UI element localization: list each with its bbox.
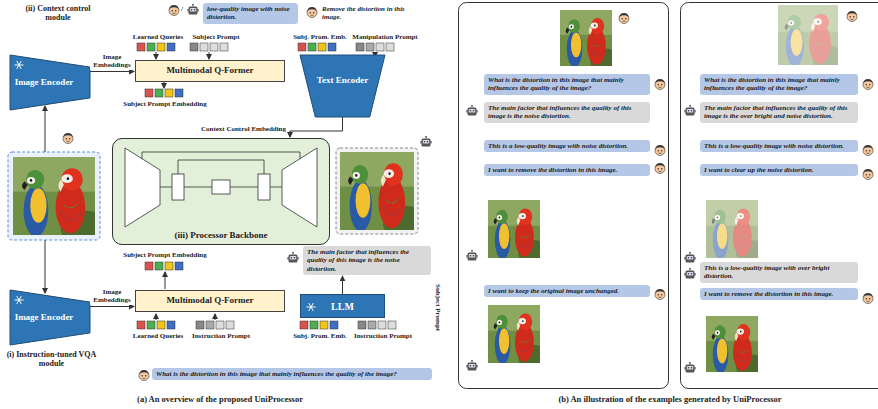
input-label: Subj. Prom. Emb. (292, 332, 348, 340)
manipulation-text: Remove the distortion in this image. (322, 5, 422, 21)
input-label: Instruction Prompt (350, 332, 416, 340)
connector (342, 276, 343, 294)
node-text: What is the distortion in this image tha… (488, 76, 646, 93)
node-text: I want to clear up the noise distortion. (704, 166, 854, 174)
frozen-mark (17, 61, 22, 69)
image-encoder: Image Encoder (10, 55, 90, 110)
node-text: Multimodal Q-Former (166, 66, 253, 76)
node-text: I want to remove the distortion in this … (488, 166, 646, 174)
user-bubble: This is a low-quality image with noise d… (700, 140, 858, 152)
image-encoder: Image Encoder (10, 290, 90, 345)
user-bubble: I want to clear up the noise distortion. (700, 164, 858, 176)
input-label: Subject Prompt (190, 33, 242, 41)
frozen-mark (17, 296, 22, 304)
input-image (13, 157, 110, 245)
caption: (a) An overview of the proposed UniProce… (40, 395, 400, 405)
node-text: Image Encoder (15, 78, 74, 88)
robot-bubble: The main factor that influences the qual… (303, 246, 431, 275)
frozen-mark (309, 303, 314, 311)
user-bubble: low-quality image with noise distortion. (203, 3, 298, 24)
user-bubble: I want to keep the original image unchan… (484, 285, 650, 297)
unet-drawing (125, 148, 317, 227)
connector (90, 306, 134, 307)
user-bubble: What is the distortion in this image tha… (484, 74, 650, 95)
qformer-box: Multimodal Q-Former (135, 60, 285, 82)
node-text: I want to remove the distortion in this … (704, 290, 854, 298)
node-text: The main factor that influences the qual… (307, 248, 427, 273)
connector (90, 71, 134, 72)
example-panel (459, 3, 669, 389)
node-text: Multimodal Q-Former (166, 296, 253, 306)
node-shape (300, 55, 385, 117)
edge-label: Image Embeddings (90, 288, 134, 304)
example-image (560, 10, 621, 73)
node-text: The main factor that influences the qual… (488, 104, 646, 121)
node-text: LLM (331, 301, 354, 312)
node-text: (iii) Processor Backbone (174, 231, 267, 241)
input-label: Learned Queries (128, 33, 188, 41)
encoder-trapezoid (10, 55, 90, 110)
example-image (488, 200, 549, 266)
over-bright-overlay (706, 200, 758, 258)
user-bubble: This is a low-quality image with noise d… (484, 140, 650, 152)
robot-bubble: The main factor that influences the qual… (700, 102, 858, 123)
node-text: The main factor that influences the qual… (704, 104, 854, 121)
edge-label: Image Embeddings (90, 53, 134, 69)
robot-bubble: The main factor that influences the qual… (484, 102, 650, 123)
output-image (340, 152, 427, 240)
frozen-mark (17, 61, 22, 69)
backbone-fill (112, 138, 330, 245)
processor-backbone: (iii) Processor Backbone (112, 138, 330, 245)
frozen-mark (309, 303, 314, 311)
example-image (778, 5, 849, 73)
node-text: Image Encoder (15, 313, 74, 323)
output-label: Subject Prompt Embedding (110, 100, 220, 108)
node-text: This is a low-quality image with noise d… (488, 142, 646, 150)
node-text: I want to keep the original image unchan… (488, 287, 646, 295)
user-bubble: What is the distortion in this image tha… (700, 74, 858, 95)
vertical-label: Subject Prompt (434, 284, 442, 331)
connector (290, 117, 343, 137)
example-image (706, 316, 767, 379)
node-text: What is the distortion in this image tha… (156, 370, 428, 378)
user-bubble: What is the distortion in this image tha… (152, 368, 432, 380)
node-text: This is a low-quality image with over br… (704, 264, 854, 281)
robot-bubble: This is a low-quality image with over br… (700, 262, 858, 283)
qformer-box: Multimodal Q-Former (135, 290, 285, 312)
text-encoder: Text Encoder (300, 55, 385, 117)
example-image (488, 305, 549, 371)
user-icons (63, 5, 873, 380)
node-text: low-quality image with noise distortion. (207, 5, 294, 22)
caption: (b) An illustration of the examples gene… (470, 395, 870, 405)
node-text: What is the distortion in this image tha… (704, 76, 854, 93)
llm-box: LLM (300, 294, 385, 318)
edge-label: Context Control Embedding (190, 125, 286, 133)
example-image (706, 200, 767, 266)
separator: / (181, 5, 183, 13)
input-label: Instruction Prompt (188, 332, 254, 340)
encoder-trapezoid (300, 55, 385, 117)
node-text: This is a low-quality image with noise d… (704, 142, 854, 150)
user-bubble: I want to remove the distortion in this … (700, 288, 858, 300)
user-bubble: I want to remove the distortion in this … (484, 164, 650, 176)
input-label: Learned Queries (128, 332, 188, 340)
token-squares (137, 43, 396, 329)
output-label: Subject Prompt Embedding (110, 251, 220, 259)
example-panel (681, 3, 878, 389)
frozen-mark (17, 296, 22, 304)
over-bright-overlay (778, 5, 838, 65)
module-title: (i) Instruction-tuned VQA module (4, 350, 99, 368)
input-label: Subj. Prom. Emb. (292, 33, 348, 41)
encoder-trapezoid (10, 290, 90, 345)
input-label: Manipulation Prompt (350, 33, 420, 41)
module-title: (ii) Context control module (18, 4, 98, 22)
node-text: Text Encoder (317, 76, 368, 86)
